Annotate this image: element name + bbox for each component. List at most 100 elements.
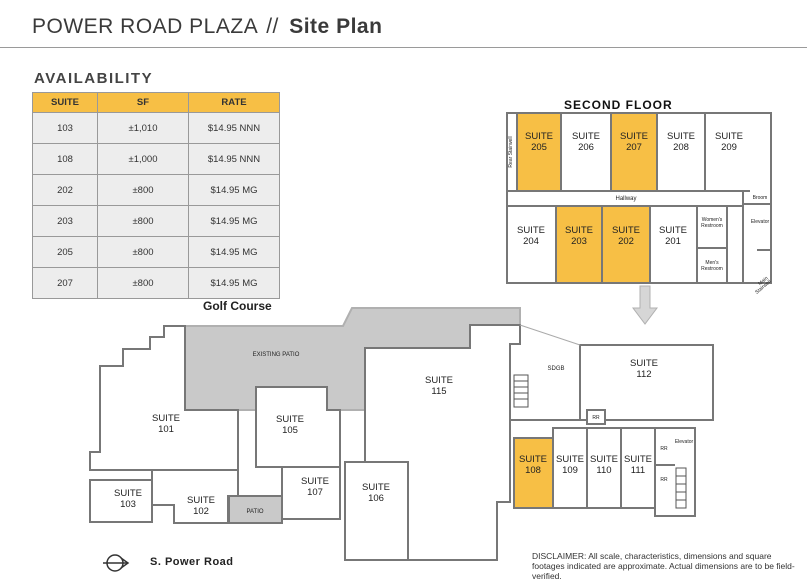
suite-label: SUITE xyxy=(152,413,180,424)
mens-restroom-label: Men's xyxy=(705,260,719,266)
womens-restroom-label: Women's xyxy=(702,217,723,223)
suite-label: SUITE xyxy=(620,131,648,142)
cell-rate: $14.95 NNN xyxy=(188,112,280,144)
suite-number: 203 xyxy=(571,236,587,247)
suite-number: 205 xyxy=(531,142,547,153)
suite-number: 109 xyxy=(562,465,578,476)
suite-label: SUITE xyxy=(525,131,553,142)
suite-number: 106 xyxy=(368,493,384,504)
golf-course-label: Golf Course xyxy=(203,299,272,313)
suite-label: SUITE xyxy=(517,225,545,236)
suite-number: 206 xyxy=(578,142,594,153)
suite-111-outline xyxy=(620,427,656,509)
disclaimer-text: DISCLAIMER: All scale, characteristics, … xyxy=(532,551,795,581)
column-header-sf: SF xyxy=(97,92,189,113)
suite-label: SUITE xyxy=(659,225,687,236)
suite-number: 110 xyxy=(596,465,611,476)
ground-floor-labels: EXISTING PATIO SUITE 101 SUITE 103 SUITE… xyxy=(114,352,693,517)
suite-label: SUITE xyxy=(425,375,453,386)
table-row: 205±800$14.95 MG xyxy=(32,236,280,268)
mens-restroom-label: Restroom xyxy=(701,266,723,272)
cell-rate: $14.95 MG xyxy=(188,267,280,299)
suite-number: 105 xyxy=(282,425,298,436)
suite-number: 209 xyxy=(721,142,737,153)
suite-label: SUITE xyxy=(624,454,652,465)
page-title: Site Plan xyxy=(289,15,383,38)
sdgb-label: SDGB xyxy=(547,366,564,372)
availability-table: SUITE SF RATE 103±1,010$14.95 NNN 108±1,… xyxy=(32,92,280,299)
compass-icon xyxy=(103,554,130,572)
main-stairwell-label: Main xyxy=(757,275,769,287)
suite-107-outline xyxy=(281,466,341,520)
second-floor-plan xyxy=(506,112,772,284)
suite-number: 202 xyxy=(618,236,634,247)
restroom-label: RR xyxy=(660,446,668,452)
elevator-label: Elevator xyxy=(675,439,694,445)
cell-suite: 205 xyxy=(32,236,98,268)
cell-suite: 103 xyxy=(32,112,98,144)
second-floor-title: SECOND FLOOR xyxy=(564,98,673,112)
page-header: POWER ROAD PLAZA // Site Plan xyxy=(32,15,382,39)
suite-label: SUITE xyxy=(612,225,640,236)
table-row: 103±1,010$14.95 NNN xyxy=(32,112,280,144)
suite-number: 207 xyxy=(626,142,642,153)
suite-number: 208 xyxy=(673,142,689,153)
cell-sf: ±800 xyxy=(97,174,189,206)
table-row: 108±1,000$14.95 NNN xyxy=(32,143,280,175)
cell-sf: ±1,000 xyxy=(97,143,189,175)
broom-label: Broom xyxy=(753,195,768,201)
suite-label: SUITE xyxy=(114,488,142,499)
elevator-label: Elevator xyxy=(751,219,770,225)
cell-rate: $14.95 MG xyxy=(188,236,280,268)
cell-suite: 202 xyxy=(32,174,98,206)
suite-label: SUITE xyxy=(590,454,618,465)
suite-label: SUITE xyxy=(187,495,215,506)
cell-suite: 207 xyxy=(32,267,98,299)
ground-floor-plan xyxy=(89,307,714,561)
existing-patio-label: EXISTING PATIO xyxy=(253,352,300,358)
suite-number: 201 xyxy=(665,236,681,247)
availability-title: AVAILABILITY xyxy=(34,70,154,87)
suite-number: 108 xyxy=(525,465,541,476)
header-divider xyxy=(0,47,807,48)
cell-sf: ±800 xyxy=(97,205,189,237)
patio-area xyxy=(228,495,283,524)
suite-number: 101 xyxy=(158,424,174,435)
suite-115-outline xyxy=(364,324,521,561)
suite-number: 115 xyxy=(431,386,446,397)
cell-rate: $14.95 MG xyxy=(188,205,280,237)
suite-label: SUITE xyxy=(565,225,593,236)
restroom-box xyxy=(586,409,606,425)
suite-label: SUITE xyxy=(572,131,600,142)
column-header-suite: SUITE xyxy=(32,92,98,113)
suite-number: 111 xyxy=(631,465,645,476)
stairs-icon xyxy=(513,374,687,509)
wall xyxy=(519,324,581,346)
suite-106-outline xyxy=(344,461,409,561)
table-row: 202±800$14.95 MG xyxy=(32,174,280,206)
suite-label: SUITE xyxy=(715,131,743,142)
suite-109-outline xyxy=(552,427,588,509)
rear-stairwell-label: Rear Stairwell xyxy=(508,136,514,167)
suite-number: 103 xyxy=(120,499,136,510)
suite-number: 204 xyxy=(523,236,539,247)
suite-label: SUITE xyxy=(667,131,695,142)
patio-label: PATIO xyxy=(246,509,263,515)
suite-label: SUITE xyxy=(556,454,584,465)
cell-sf: ±800 xyxy=(97,236,189,268)
suite-label: SUITE xyxy=(519,454,547,465)
suite-101-outline xyxy=(89,325,239,471)
suite-number: 107 xyxy=(307,487,323,498)
cell-suite: 108 xyxy=(32,143,98,175)
suite-105-outline xyxy=(255,386,341,468)
property-name: POWER ROAD PLAZA xyxy=(32,15,259,38)
suite-label: SUITE xyxy=(301,476,329,487)
cell-sf: ±800 xyxy=(97,267,189,299)
suite-label: SUITE xyxy=(276,414,304,425)
title-separator: // xyxy=(266,15,279,38)
restroom-label: RR xyxy=(660,477,668,483)
restroom-elevator-block xyxy=(654,427,696,517)
suite-110-outline xyxy=(586,427,622,509)
table-row: 207±800$14.95 MG xyxy=(32,267,280,299)
